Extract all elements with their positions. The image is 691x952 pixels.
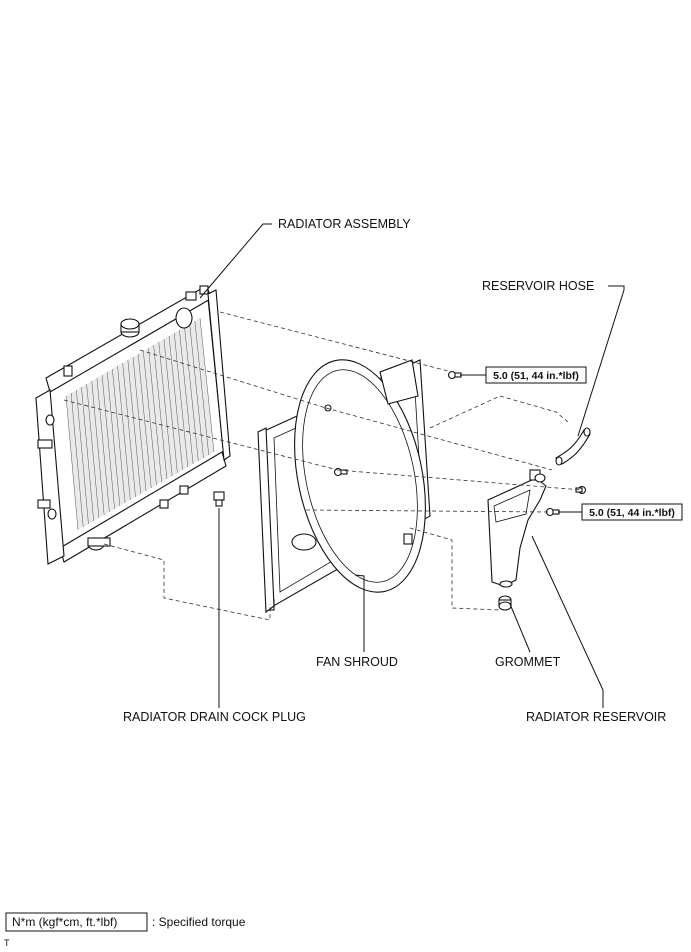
fin-line — [117, 365, 131, 501]
footer-mark: T — [4, 938, 10, 948]
label-radiator-reservoir: RADIATOR RESERVOIR — [526, 710, 666, 724]
fin-line — [86, 383, 100, 519]
fin-line — [65, 395, 79, 531]
fin-line — [112, 368, 126, 504]
fin-line — [194, 320, 210, 456]
label-radiator-drain-cock-plug: RADIATOR DRAIN COCK PLUG — [123, 710, 306, 724]
fin-line — [163, 338, 178, 474]
radiator-reservoir — [487, 469, 547, 588]
torque-spec-upper-text: 5.0 (51, 44 in.*lbf) — [493, 370, 579, 382]
fin-line — [127, 359, 142, 495]
fin-line — [143, 350, 157, 486]
fin-line — [70, 392, 84, 528]
leader-lines — [199, 223, 625, 708]
label-radiator-assembly: RADIATOR ASSEMBLY — [278, 217, 411, 231]
bolt-reservoir-lower — [545, 507, 560, 517]
fin-line — [91, 380, 105, 516]
reservoir-hose — [555, 427, 591, 466]
label-fan-shroud: FAN SHROUD — [316, 655, 398, 669]
fin-line — [179, 329, 194, 465]
fin-line — [76, 389, 89, 525]
fin-line — [101, 374, 115, 510]
grommet — [498, 595, 512, 611]
fin-line — [189, 323, 204, 459]
bolt-upper-right — [447, 370, 462, 380]
radiator-fins — [65, 317, 215, 531]
torque-spec-upper: 5.0 (51, 44 in.*lbf) — [485, 366, 587, 384]
fin-line — [173, 332, 189, 468]
torque-legend: N*m (kgf*cm, ft.*lbf) : Specified torque — [5, 912, 246, 932]
fin-line — [81, 386, 94, 522]
fin-line — [199, 317, 215, 453]
alignment-lines — [63, 311, 583, 621]
radiator-assembly — [35, 285, 231, 565]
fin-line — [122, 362, 136, 498]
fin-line — [158, 341, 173, 477]
label-grommet: GROMMET — [495, 655, 561, 669]
legend-unit-box: N*m (kgf*cm, ft.*lbf) — [12, 915, 117, 929]
fin-line — [132, 356, 147, 492]
bolt-shroud-top — [324, 404, 332, 412]
fin-line — [106, 371, 121, 507]
fin-line — [184, 326, 199, 462]
fin-line — [148, 347, 162, 483]
radiator-drain-cock-plug — [213, 491, 225, 507]
legend-description: : Specified torque — [152, 915, 246, 929]
fin-line — [96, 377, 110, 513]
torque-spec-lower: 5.0 (51, 44 in.*lbf) — [581, 503, 683, 521]
fin-line — [137, 353, 152, 489]
torque-spec-lower-text: 5.0 (51, 44 in.*lbf) — [589, 507, 675, 519]
bolts — [324, 370, 587, 517]
fin-line — [153, 344, 168, 480]
label-reservoir-hose: RESERVOIR HOSE — [482, 279, 594, 293]
fan-shroud — [257, 359, 431, 614]
fin-line — [168, 335, 183, 471]
